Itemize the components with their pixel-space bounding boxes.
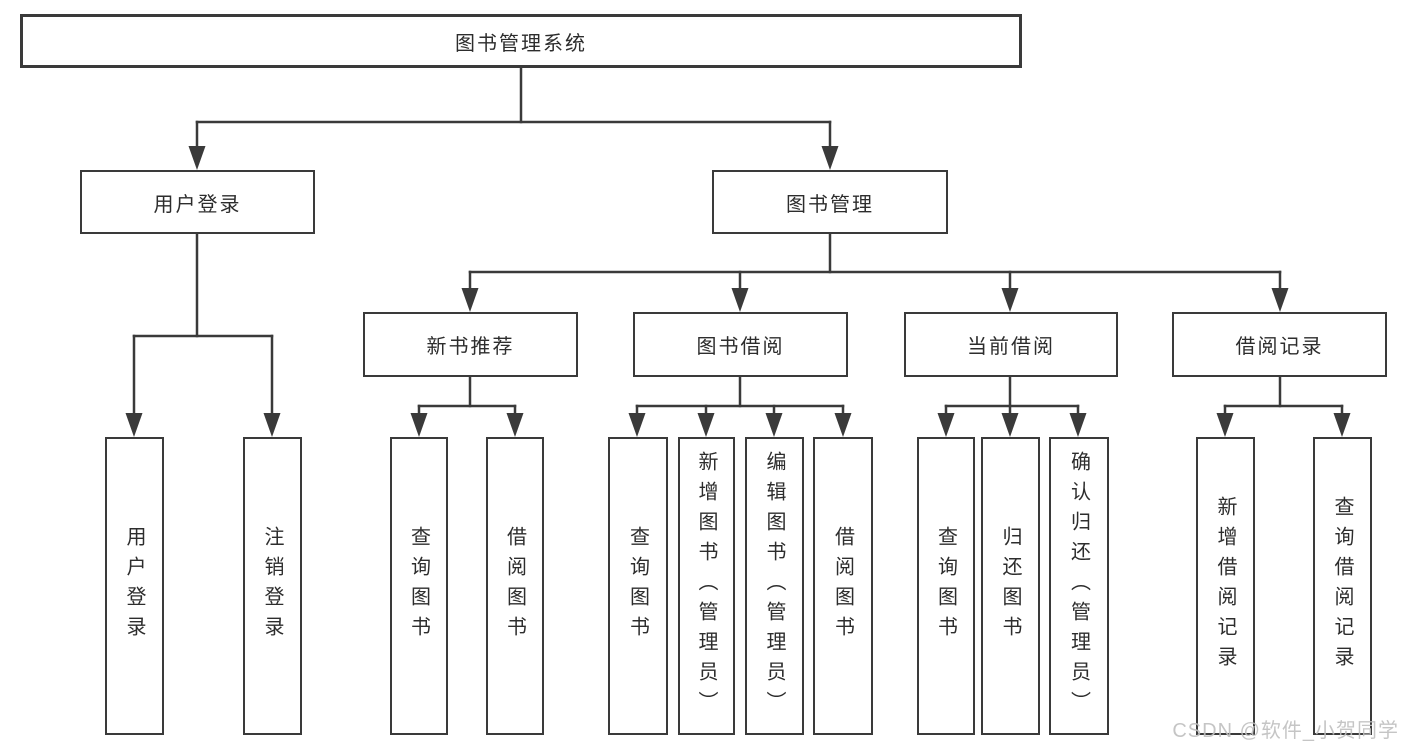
node-leaf-borrow-book-1: 借阅图书 (486, 437, 544, 735)
arrowhead-icon (188, 146, 206, 170)
node-leaf-query-borrow-record: 查询借阅记录 (1313, 437, 1372, 735)
node-leaf-logout: 注销登录 (243, 437, 302, 735)
arrowhead-icon (765, 413, 783, 437)
node-leaf-query-book-1: 查询图书 (390, 437, 448, 735)
node-new-book-rec: 新书推荐 (363, 312, 578, 377)
node-leaf-return-book: 归还图书 (981, 437, 1040, 735)
node-leaf-query-book-3: 查询图书 (917, 437, 975, 735)
node-leaf-add-borrow-record: 新增借阅记录 (1196, 437, 1255, 735)
node-leaf-query-book-2: 查询图书 (608, 437, 668, 735)
arrowhead-icon (1001, 413, 1019, 437)
arrowhead-icon (697, 413, 715, 437)
arrowhead-icon (506, 413, 524, 437)
node-leaf-borrow-book-2: 借阅图书 (813, 437, 873, 735)
arrowhead-icon (1216, 413, 1234, 437)
arrowhead-icon (461, 288, 479, 312)
node-leaf-confirm-return-admin: 确认归还（管理员） (1049, 437, 1109, 735)
node-current-borrow: 当前借阅 (904, 312, 1118, 377)
node-leaf-add-book-admin: 新增图书（管理员） (678, 437, 735, 735)
arrowhead-icon (731, 288, 749, 312)
arrowhead-icon (834, 413, 852, 437)
watermark: CSDN @软件_小贺同学 (1172, 720, 1399, 742)
node-book-borrow: 图书借阅 (633, 312, 848, 377)
arrowhead-icon (628, 413, 646, 437)
arrowhead-icon (937, 413, 955, 437)
node-borrow-records: 借阅记录 (1172, 312, 1387, 377)
arrowhead-icon (1271, 288, 1289, 312)
arrowhead-icon (410, 413, 428, 437)
node-leaf-edit-book-admin: 编辑图书（管理员） (745, 437, 804, 735)
arrowhead-icon (125, 413, 143, 437)
node-leaf-user-login: 用户登录 (105, 437, 164, 735)
node-book-mgmt: 图书管理 (712, 170, 948, 234)
arrowhead-icon (821, 146, 839, 170)
arrowhead-icon (1001, 288, 1019, 312)
arrowhead-icon (263, 413, 281, 437)
node-root: 图书管理系统 (20, 14, 1022, 68)
arrowhead-icon (1333, 413, 1351, 437)
node-user-login: 用户登录 (80, 170, 315, 234)
arrowhead-icon (1069, 413, 1087, 437)
